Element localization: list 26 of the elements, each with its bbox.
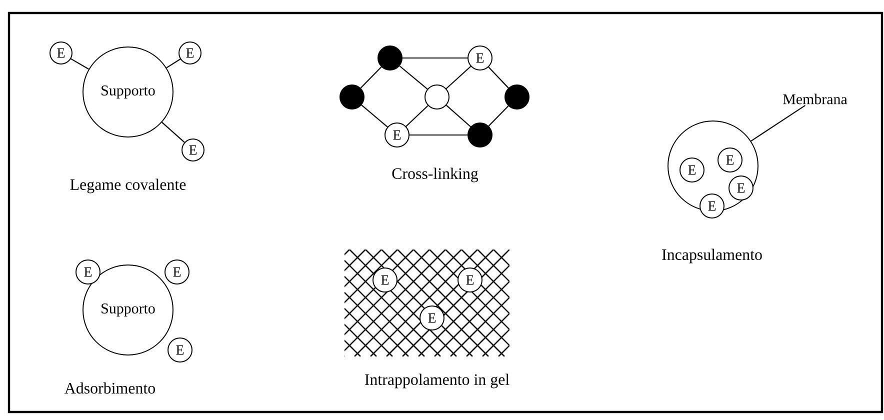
connector-line: [410, 134, 468, 136]
connector-line: [402, 57, 468, 59]
caption: Legame covalente: [70, 178, 186, 194]
filled-bead: [468, 122, 492, 148]
leader-line: [750, 105, 806, 142]
connector-line: [446, 66, 472, 90]
connector-line: [361, 104, 388, 128]
caption: Adsorbimento: [64, 382, 155, 394]
connector-line: [488, 66, 509, 88]
connector-line: [70, 58, 89, 70]
connector-line: [406, 105, 428, 127]
filled-bead: [378, 46, 402, 70]
connector-line: [166, 58, 181, 68]
connector-line: [446, 104, 471, 128]
callout-text: Membrana: [783, 94, 848, 104]
caption: Intrappolamento in gel: [365, 374, 510, 388]
caption: Incapsulamento: [662, 248, 762, 264]
connector-line: [399, 66, 428, 90]
filled-bead: [340, 84, 364, 110]
filled-bead: [504, 84, 530, 110]
caption: Cross-linking: [392, 168, 478, 182]
connector-line: [488, 106, 509, 126]
connector-line: [162, 122, 185, 143]
empty-bead: [424, 84, 450, 110]
gel-mesh: [344, 250, 510, 356]
connector-line: [360, 66, 382, 88]
